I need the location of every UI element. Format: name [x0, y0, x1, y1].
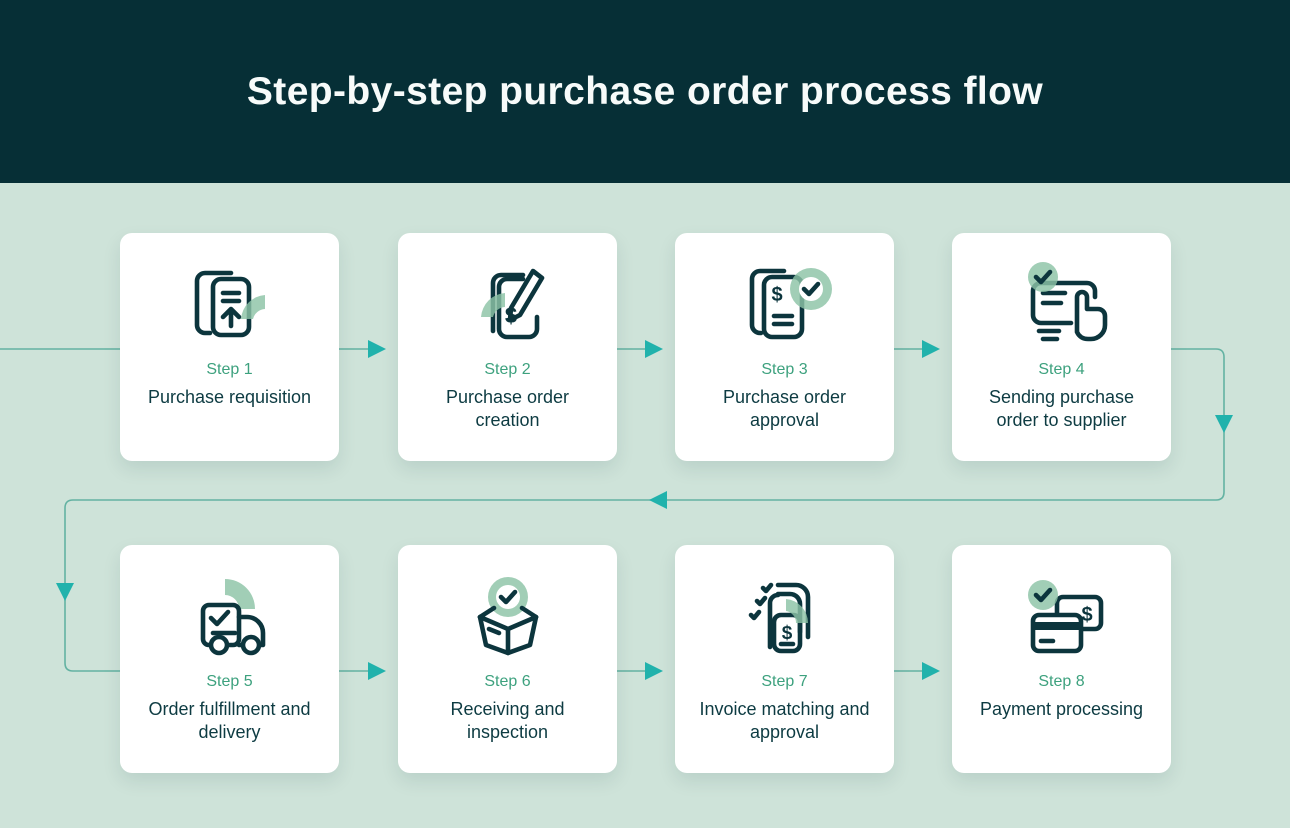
arrow-right-1-2 — [368, 340, 386, 358]
svg-text:$: $ — [1081, 604, 1092, 626]
step-card-5: Step 5 Order fulfillment and delivery — [120, 545, 339, 773]
step-card-6: Step 6 Receiving and inspection — [398, 545, 617, 773]
arrow-right-7-8 — [922, 662, 940, 680]
svg-text:$: $ — [781, 623, 792, 644]
step-title: Order fulfillment and delivery — [148, 699, 311, 743]
svg-text:$: $ — [771, 284, 782, 306]
step-label: Step 2 — [484, 361, 531, 378]
step-card-4: Step 4 Sending purchase order to supplie… — [952, 233, 1171, 461]
arrow-down-right-side — [1215, 415, 1233, 433]
svg-text:$: $ — [504, 303, 516, 328]
step-label: Step 4 — [1038, 361, 1085, 378]
step-label: Step 7 — [761, 673, 808, 690]
step-title: Payment processing — [979, 699, 1144, 719]
document-approved-icon: $ — [749, 268, 832, 340]
arrow-right-2-3 — [645, 340, 663, 358]
arrow-right-3-4 — [922, 340, 940, 358]
payment-card-icon: $ — [1027, 580, 1103, 654]
step-title: Purchase order creation — [445, 387, 570, 431]
step-title: Purchase requisition — [147, 387, 312, 407]
invoice-check-icon: $ — [748, 582, 810, 654]
step-title: Purchase order approval — [722, 387, 847, 431]
arrow-right-6-7 — [645, 662, 663, 680]
send-order-click-icon — [1027, 262, 1107, 342]
step-label: Step 6 — [484, 673, 531, 690]
header-banner: Step-by-step purchase order process flow — [0, 0, 1290, 183]
step-card-2: $ Step 2 Purchase order creation — [398, 233, 617, 461]
arrow-down-left-side — [56, 583, 74, 601]
arrow-left-return — [649, 491, 667, 509]
arrow-right-5-6 — [368, 662, 386, 680]
delivery-truck-icon — [200, 579, 265, 656]
step-label: Step 1 — [206, 361, 253, 378]
open-box-check-icon — [477, 577, 538, 656]
page-title: Step-by-step purchase order process flow — [246, 69, 1044, 113]
document-pencil-icon: $ — [480, 268, 544, 340]
step-title: Sending purchase order to supplier — [988, 387, 1135, 431]
step-card-3: $ Step 3 Purchase order approval — [675, 233, 894, 461]
step-title: Receiving and inspection — [450, 699, 565, 743]
step-title: Invoice matching and approval — [699, 699, 870, 743]
step-label: Step 5 — [206, 673, 253, 690]
step-label: Step 8 — [1038, 673, 1085, 690]
step-card-1: Step 1 Purchase requisition — [120, 233, 339, 461]
step-label: Step 3 — [761, 361, 808, 378]
step-card-8: $ Step 8 Payment processing — [952, 545, 1171, 773]
step-card-7: $ Step 7 Invoice matching and approval — [675, 545, 894, 773]
document-upload-icon — [194, 270, 265, 338]
